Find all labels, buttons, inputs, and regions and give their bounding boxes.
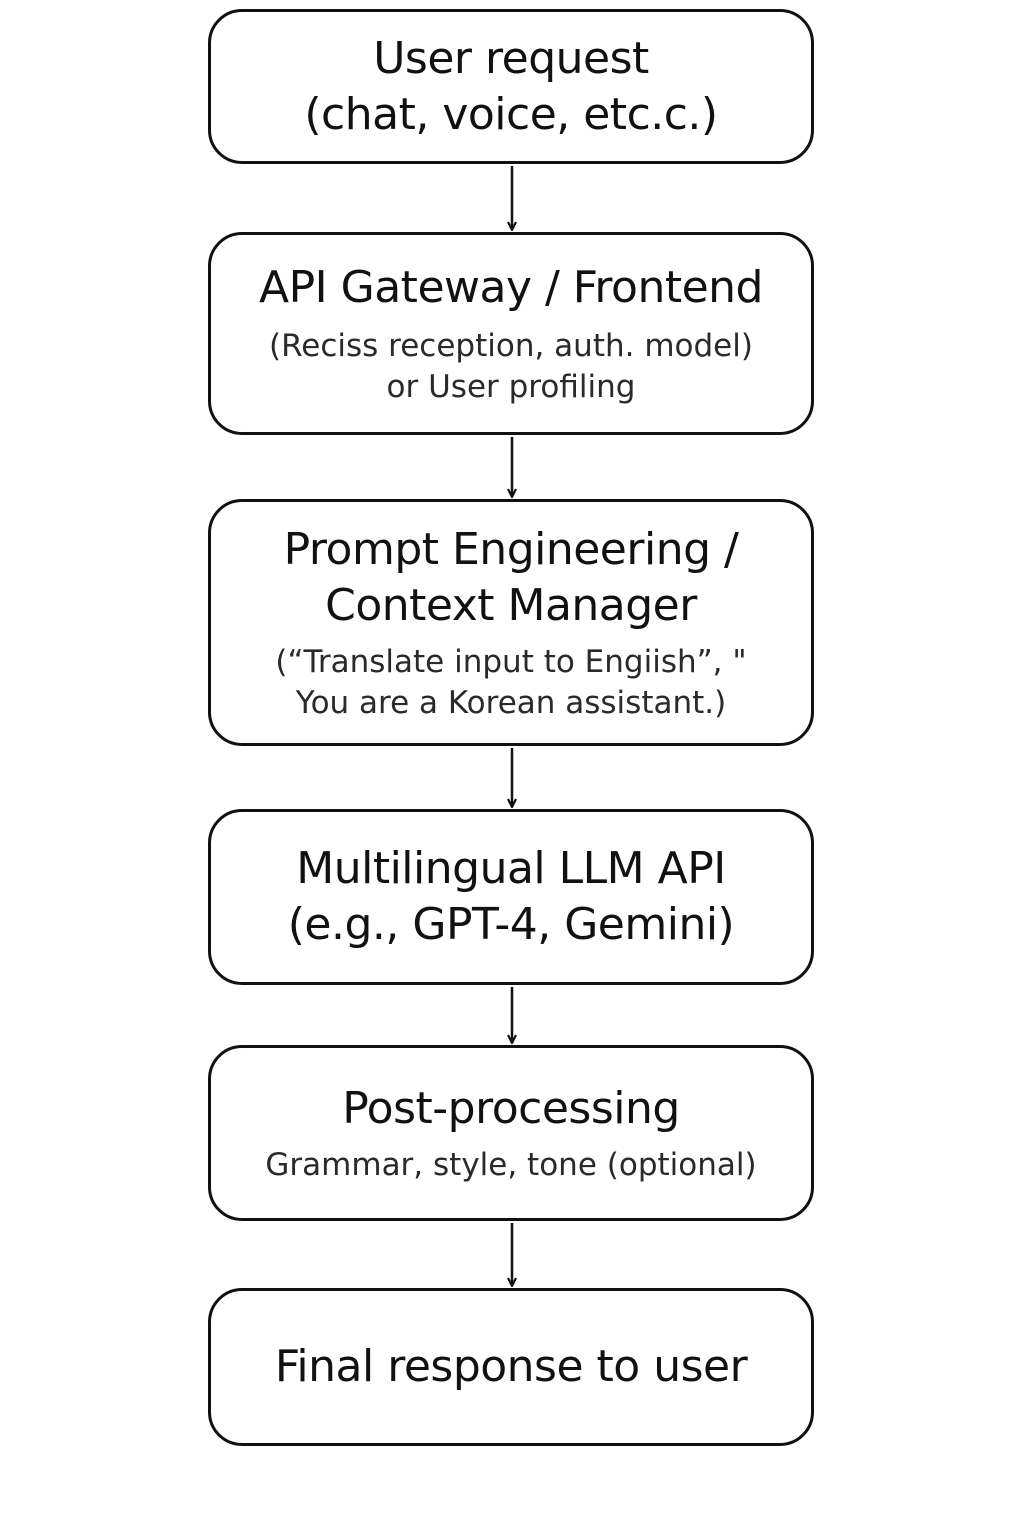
node-title: Final response to user	[274, 1341, 748, 1392]
node-subtitle: Grammar, style, tone (optional)	[265, 1146, 757, 1183]
node-subtitle: (“Translate input to Engiish”, " You are…	[275, 643, 747, 721]
node-title: Prompt Engineering / Context Manager	[283, 523, 739, 631]
node-post-processing: Post-processing Grammar, style, tone (op…	[208, 1045, 814, 1221]
node-title: API Gateway / Frontend	[259, 261, 763, 313]
node-subtitle: (Reciss reception, auth. model) or User …	[269, 327, 753, 405]
node-user-request: User request (chat, voice, etc.c.)	[208, 9, 814, 164]
node-multilingual-llm: Multilingual LLM API (e.g., GPT-4, Gemin…	[208, 809, 814, 985]
node-title: Post-processing	[342, 1082, 680, 1134]
node-title: User request (chat, voice, etc.c.)	[304, 32, 718, 140]
node-prompt-engineering: Prompt Engineering / Context Manager (“T…	[208, 499, 814, 746]
node-title: Multilingual LLM API (e.g., GPT-4, Gemin…	[287, 843, 735, 950]
node-final-response: Final response to user	[208, 1288, 814, 1446]
node-api-gateway: API Gateway / Frontend (Reciss reception…	[208, 232, 814, 435]
